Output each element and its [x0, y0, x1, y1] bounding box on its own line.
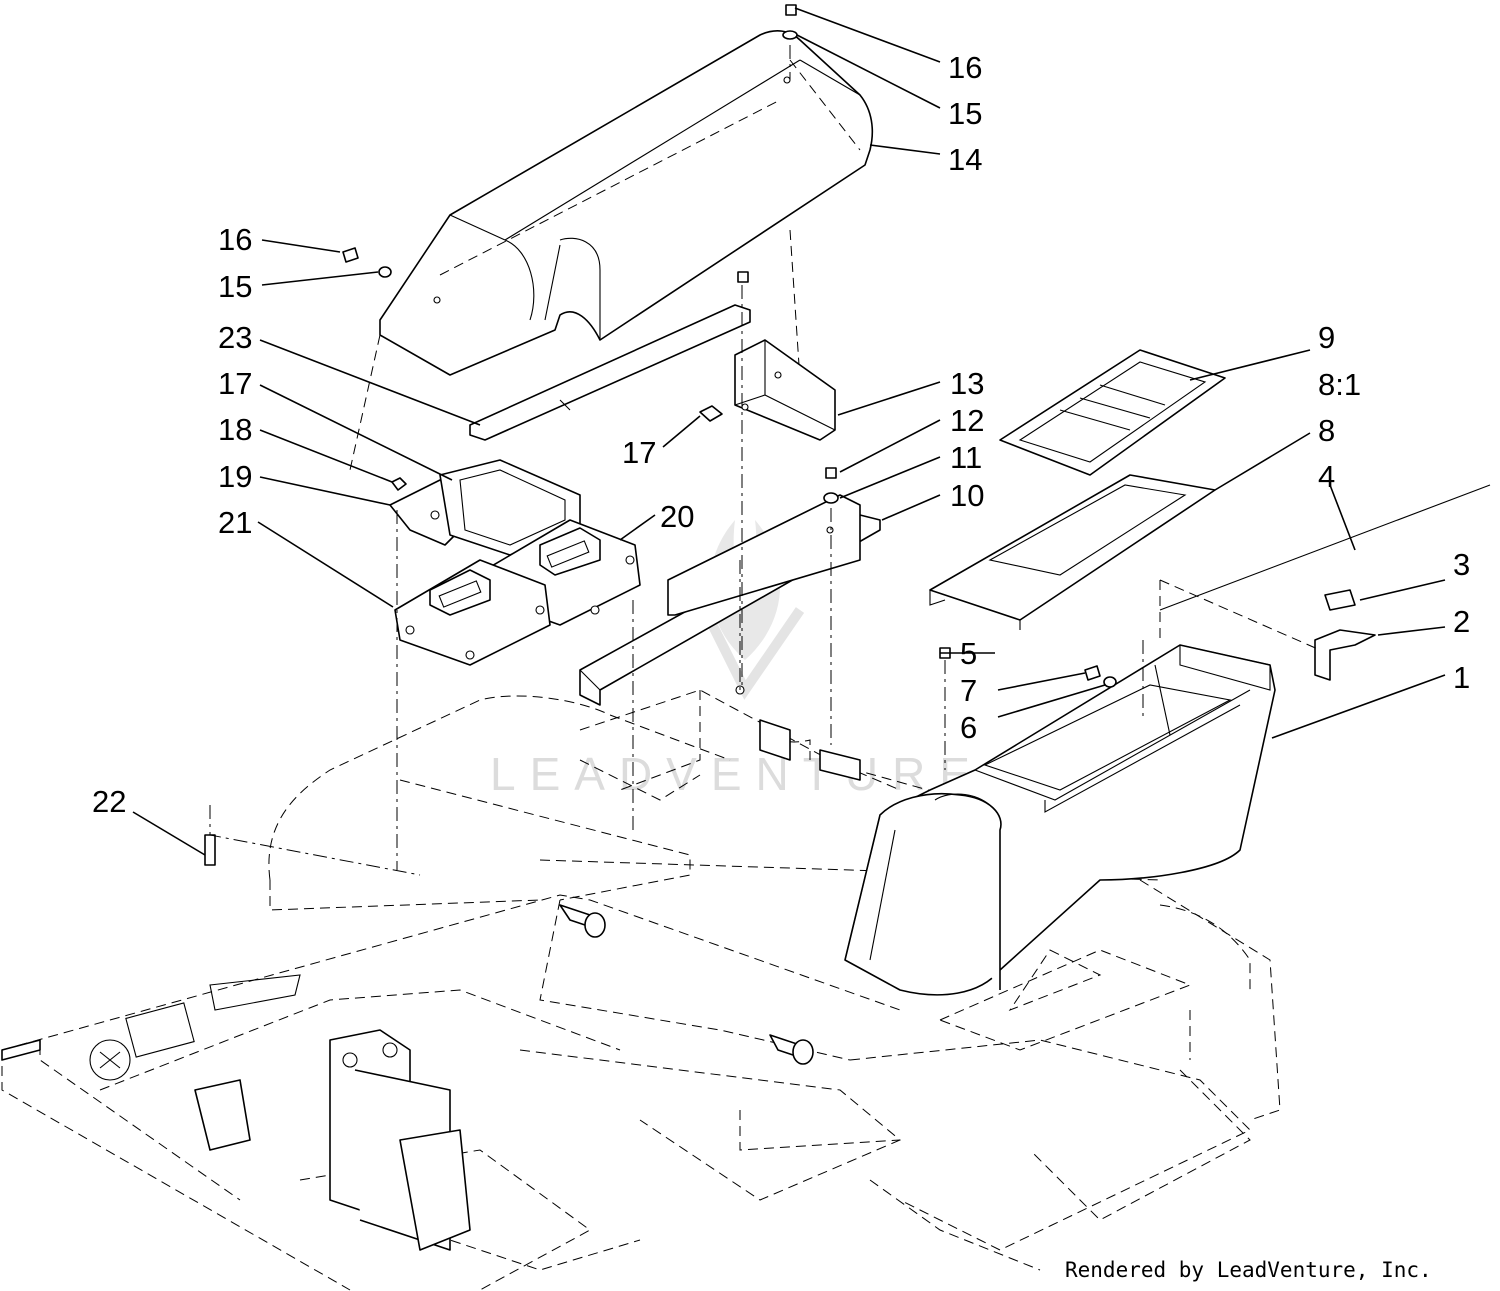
- callout-5: 5: [960, 636, 977, 671]
- credit-text: Rendered by LeadVenture, Inc.: [1065, 1258, 1432, 1282]
- nut-17: [699, 405, 723, 422]
- leader-lines: [132, 7, 1446, 856]
- callout-18: 18: [218, 412, 252, 447]
- callout-3: 3: [1453, 547, 1470, 582]
- callout-7: 7: [960, 673, 977, 708]
- callout-8: 8: [1318, 413, 1335, 448]
- callout-17b: 17: [622, 435, 656, 470]
- bracket-13: [734, 339, 836, 441]
- callout-20: 20: [660, 499, 694, 534]
- callout-17a: 17: [218, 366, 252, 401]
- hinge-pins: [559, 904, 814, 1065]
- chassis-frame: [1, 689, 1281, 1291]
- callout-21: 21: [218, 505, 252, 540]
- callout-16b: 16: [218, 222, 252, 257]
- small-parts-right: [1159, 484, 1491, 681]
- callout-13: 13: [950, 366, 984, 401]
- callout-11: 11: [950, 440, 982, 475]
- callouts: 16 15 14 16 15 23 17 18 19 21 20 17 13 1…: [92, 50, 1470, 819]
- upper-cover: [349, 30, 874, 471]
- console-housing: [844, 644, 1276, 996]
- callout-12: 12: [950, 403, 984, 438]
- callout-22: 22: [92, 784, 126, 819]
- callout-4: 4: [1318, 459, 1335, 494]
- controller-21: [394, 559, 551, 666]
- watermark-text: LEADVENTURE: [490, 748, 984, 800]
- fasteners: [204, 4, 1117, 866]
- lower-brackets: [194, 719, 861, 1251]
- callout-15a: 15: [948, 96, 982, 131]
- frame-decals: [1, 974, 301, 1081]
- callout-6: 6: [960, 710, 977, 745]
- strap-23: [469, 304, 751, 441]
- callout-23: 23: [218, 320, 252, 355]
- callout-2: 2: [1453, 604, 1470, 639]
- callout-15b: 15: [218, 269, 252, 304]
- callout-10: 10: [950, 478, 984, 513]
- watermark: LEADVENTURE: [490, 520, 984, 800]
- callout-16a: 16: [948, 50, 982, 85]
- channel-10: [579, 494, 881, 706]
- callout-14: 14: [948, 142, 982, 177]
- callout-9: 9: [1318, 320, 1335, 355]
- callout-19: 19: [218, 459, 252, 494]
- callout-8-1: 8:1: [1318, 367, 1361, 402]
- callout-1: 1: [1453, 660, 1470, 695]
- decal-9: [999, 349, 1226, 476]
- centerlines: [209, 45, 1144, 876]
